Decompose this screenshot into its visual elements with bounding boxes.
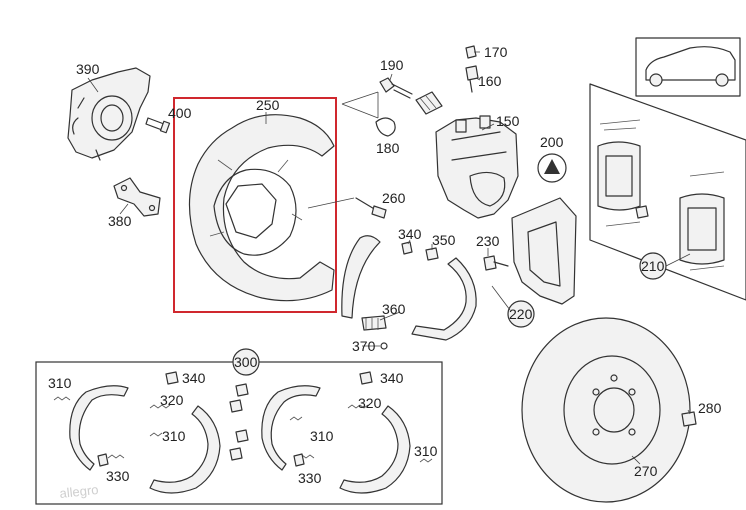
brake-pads-210-group <box>589 83 746 301</box>
label-200: 200 <box>540 134 564 150</box>
label-280: 280 <box>698 400 722 416</box>
label-380: 380 <box>108 213 132 229</box>
label-260: 260 <box>382 190 406 206</box>
kit-right-shoe-a <box>261 385 321 471</box>
caliper-150 <box>435 115 519 219</box>
sleeve-180 <box>375 117 396 137</box>
boot-sleeve-180-group <box>415 91 443 115</box>
label-370: 370 <box>352 338 376 354</box>
leader-lines <box>87 51 691 465</box>
label-340-top: 340 <box>398 226 422 242</box>
pin-340 <box>401 241 413 255</box>
label-310-kit-d: 310 <box>414 443 438 459</box>
part-number-labels: 390 400 380 250 190 180 170 160 150 200 … <box>48 44 722 486</box>
label-320-kit-b: 320 <box>358 395 382 411</box>
label-320-kit-a: 320 <box>160 392 184 408</box>
kit-left-shoe-b <box>149 405 221 494</box>
bolt-230 <box>483 255 509 271</box>
kit-left-shoe-a <box>69 385 129 471</box>
screw-280 <box>681 411 697 427</box>
watermark-logo: allegro <box>59 482 99 501</box>
kit-springs-and-pins <box>53 371 433 467</box>
bracket-380 <box>113 177 161 217</box>
label-250: 250 <box>256 97 280 113</box>
clip-370 <box>380 342 388 350</box>
guide-bolt-190 <box>379 77 413 99</box>
label-360: 360 <box>382 301 406 317</box>
screw-260 <box>355 197 387 219</box>
label-310-kit-a: 310 <box>48 375 72 391</box>
adjuster-360 <box>361 315 387 331</box>
label-350: 350 <box>432 232 456 248</box>
bolt-400 <box>145 117 171 134</box>
label-170: 170 <box>484 44 508 60</box>
highlight-box-250 <box>173 97 337 313</box>
kit-right-shoe-b <box>339 405 411 494</box>
label-300: 300 <box>234 354 258 370</box>
cap-170 <box>465 45 477 59</box>
label-230: 230 <box>476 233 500 249</box>
label-340-kit-a: 340 <box>182 370 206 386</box>
label-400: 400 <box>168 105 192 121</box>
spring-cap-350 <box>425 247 439 261</box>
label-190: 190 <box>380 57 404 73</box>
parking-shoe-left <box>341 235 381 319</box>
car-silhouette-inset <box>635 37 741 97</box>
label-270: 270 <box>634 463 658 479</box>
label-310-kit-b: 310 <box>162 428 186 444</box>
label-180: 180 <box>376 140 400 156</box>
label-330-kit-a: 330 <box>106 468 130 484</box>
bleeder-160 <box>465 65 479 93</box>
label-150: 150 <box>496 113 520 129</box>
tightening-torque-symbol-200 <box>537 153 567 183</box>
label-310-kit-c: 310 <box>310 428 334 444</box>
label-340-kit-b: 340 <box>380 370 404 386</box>
label-390: 390 <box>76 61 100 77</box>
label-210: 210 <box>641 258 665 274</box>
callout-circles <box>232 252 667 376</box>
parking-shoe-right <box>411 257 477 341</box>
label-160: 160 <box>478 73 502 89</box>
knuckle-390 <box>67 67 151 161</box>
brake-disc-270 <box>521 317 691 503</box>
label-330-kit-b: 330 <box>298 470 322 486</box>
dust-shield-250 <box>188 114 335 302</box>
caliper-carrier-220 <box>511 197 577 305</box>
label-220: 220 <box>509 306 533 322</box>
